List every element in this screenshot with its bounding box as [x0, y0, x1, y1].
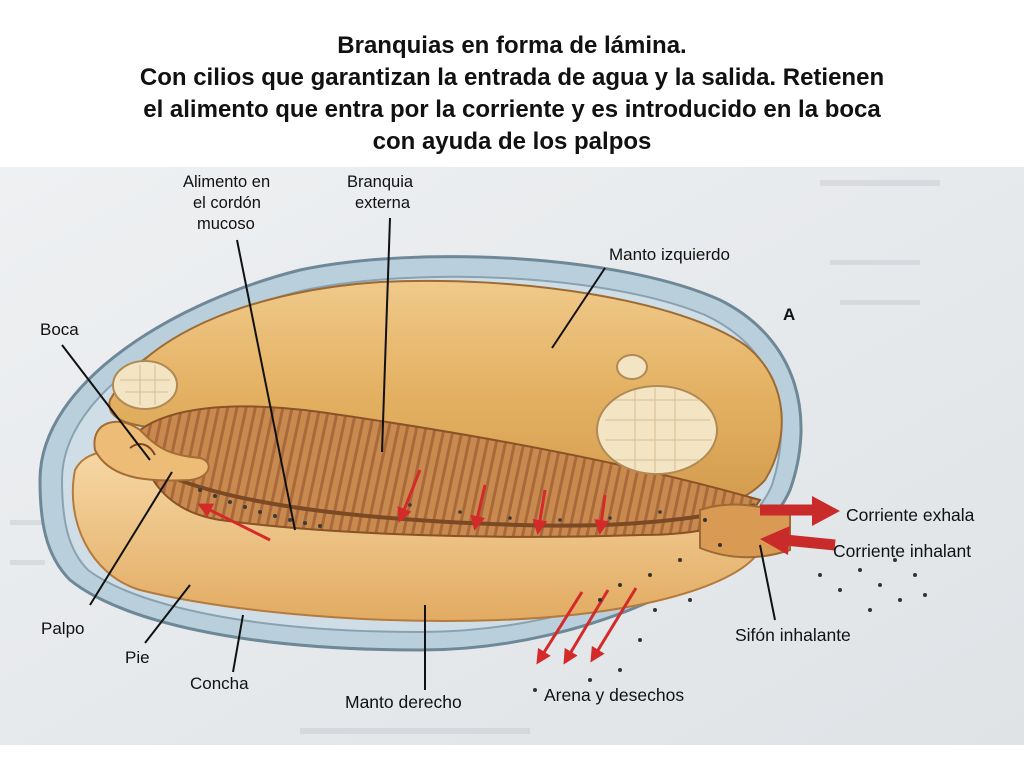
anterior-muscle-scar	[112, 360, 178, 410]
slide-title: Branquias en forma de lámina. Con cilios…	[0, 30, 1024, 158]
gill-flow-arrows	[197, 469, 610, 542]
inhalant-current-arrow	[760, 526, 836, 555]
label-manto-izquierdo: Manto izquierdo	[609, 245, 730, 264]
bivalve-anatomy-figure: Alimento en el cordón mucoso Branquia ex…	[0, 167, 1024, 745]
label-boca: Boca	[40, 320, 79, 339]
label-arena-desechos: Arena y desechos	[544, 685, 684, 705]
title-line-4: con ayuda de los palpos	[372, 128, 652, 155]
label-manto-derecho: Manto derecho	[345, 692, 462, 712]
panel-letter: A	[783, 305, 795, 324]
siphon	[699, 503, 791, 559]
sand-debris-arrows	[536, 587, 638, 665]
leader-lines	[61, 217, 776, 690]
muscle-scar-texture	[120, 365, 712, 472]
mouth-opening	[129, 443, 156, 456]
label-corriente-exhalante: Corriente exhala	[846, 505, 975, 525]
title-line-3: el alimento que entra por la corriente y…	[143, 96, 881, 123]
bivalve-diagram-svg: Alimento en el cordón mucoso Branquia ex…	[0, 167, 1024, 745]
label-branquia-line-2: externa	[355, 194, 411, 212]
gill-food-groove	[159, 470, 756, 528]
label-sifon-inhalante: Sifón inhalante	[735, 625, 851, 645]
label-alimento-line-2: el cordón	[193, 194, 261, 212]
small-muscle-scar	[616, 354, 648, 380]
label-branquia-line-1: Branquia	[347, 173, 414, 191]
label-corriente-inhalante: Corriente inhalant	[833, 541, 971, 561]
title-line-2: Con cilios que garantizan la entrada de …	[139, 64, 885, 91]
label-alimento-line-3: mucoso	[197, 215, 255, 233]
particle-dots	[533, 518, 927, 692]
posterior-muscle-scar	[596, 385, 718, 475]
title-line-1: Branquias en forma de lámina.	[337, 32, 687, 59]
label-concha: Concha	[190, 674, 249, 693]
exhalant-current-arrow	[760, 496, 840, 526]
label-palpo: Palpo	[41, 619, 84, 638]
faint-background-text	[10, 180, 940, 734]
label-alimento-line-1: Alimento en	[183, 173, 270, 191]
food-cord-particles	[198, 488, 662, 528]
label-pie: Pie	[125, 648, 150, 667]
